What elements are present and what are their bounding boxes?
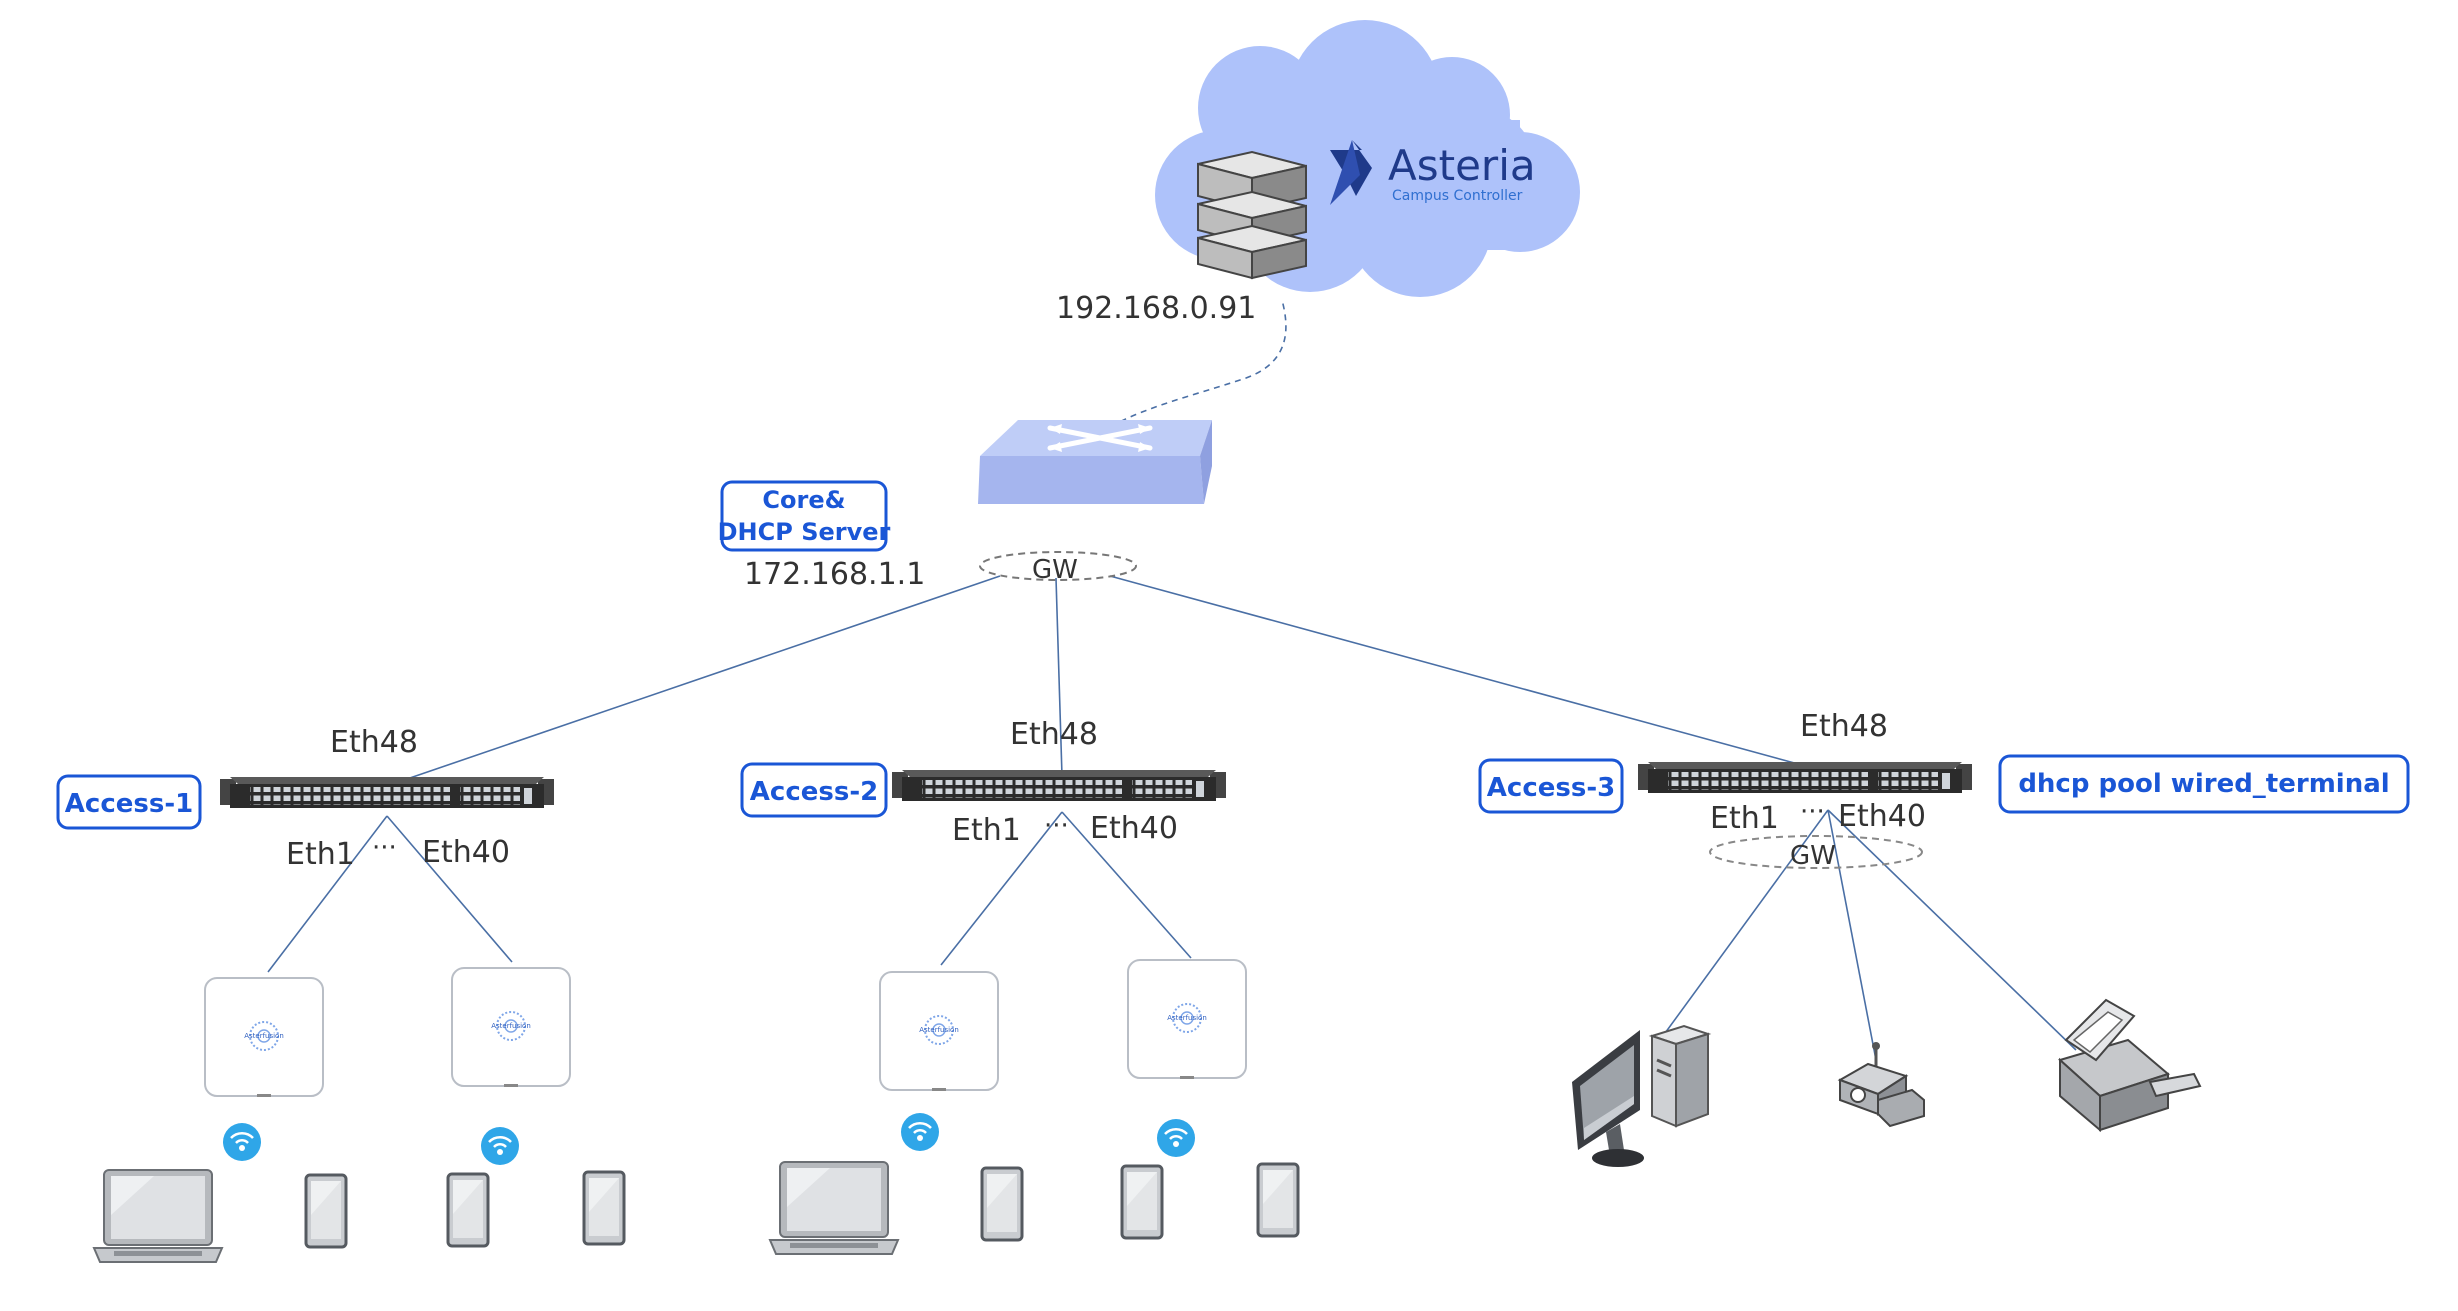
access-2-label-box [740, 762, 888, 818]
access-1-label-box [56, 774, 202, 830]
access-2-name: Access-2 [750, 777, 878, 807]
access-3-uplink: Eth48 [1800, 709, 1888, 744]
access-2-port-last: Eth40 [1090, 811, 1178, 846]
brand-name: Asteria [1388, 141, 1536, 190]
access-3-gateway-ring [1709, 835, 1923, 869]
links [267, 299, 2077, 1061]
access-1-name: Access-1 [65, 789, 193, 819]
access-3-ellipsis: ··· [1800, 797, 1825, 827]
access-2-ellipsis: ··· [1044, 811, 1069, 841]
access-1-ellipsis: ··· [372, 833, 397, 863]
link-access1-eth40 [386, 815, 513, 963]
printer-icon [2058, 998, 2202, 1133]
link-core-to-access-3 [1109, 575, 1821, 771]
phone-icon [304, 1173, 348, 1249]
core-role-line2: DHCP Server [718, 518, 891, 546]
wifi-icon [479, 1125, 521, 1167]
access-2-port-first: Eth1 [952, 813, 1021, 848]
ap-logo-text: Asterfusion [919, 1026, 959, 1034]
link-access3-camera [1827, 809, 1877, 1061]
phone-icon [980, 1166, 1024, 1242]
link-core-to-access-1 [403, 575, 1001, 781]
link-access1-eth1 [267, 815, 388, 973]
phone-icon [1120, 1164, 1164, 1240]
link-core-to-access-2 [1055, 577, 1063, 777]
ap-logo-text: Asterfusion [1167, 1014, 1207, 1022]
core-switch-icon: Switch [978, 420, 1212, 539]
laptop-icon [93, 1169, 223, 1263]
access-switch-icon [892, 770, 1226, 801]
asteria-logo-icon: Asteria Campus Controller [1330, 140, 1536, 205]
ap-logo-text: Asterfusion [244, 1032, 284, 1040]
server-stack-icon [1197, 150, 1307, 280]
ap-logo-labels: Asterfusion Asterfusion Asterfusion Aste… [244, 1014, 1207, 1040]
core-role-box [720, 480, 888, 552]
access-3-name: Access-3 [1487, 773, 1615, 803]
core-role-line1: Core& [762, 486, 845, 514]
wifi-icon [221, 1121, 263, 1163]
wifi-icon [899, 1111, 941, 1153]
access-2-uplink: Eth48 [1010, 717, 1098, 752]
access-switch-icon [1638, 762, 1972, 793]
camera-icon [1837, 1042, 1925, 1128]
core-gateway-ring [979, 551, 1137, 581]
wifi-icon [1155, 1117, 1197, 1159]
phone-icon [582, 1170, 626, 1246]
desktop-pc-icon [1572, 1024, 1712, 1167]
link-access3-pc [1659, 809, 1829, 1041]
access-1-group: Access-1 Eth48 Eth1 ··· Eth40 [56, 725, 554, 872]
laptop-icon [769, 1161, 899, 1255]
link-access3-printer [1827, 809, 2077, 1051]
link-access2-eth1 [940, 811, 1063, 966]
access-1-port-first: Eth1 [286, 837, 355, 872]
core-gateway-label: GW [1032, 555, 1078, 585]
access-3-port-last: Eth40 [1838, 799, 1926, 834]
access-2-group: Access-2 Eth48 Eth1 ··· Eth40 [740, 717, 1226, 848]
ap-logo-text: Asterfusion [491, 1022, 531, 1030]
access-1-port-last: Eth40 [422, 835, 510, 870]
access-3-label-box [1478, 758, 1624, 814]
access-3-port-first: Eth1 [1710, 801, 1779, 836]
access-switch-icon [220, 777, 554, 808]
core-switch-label: Switch [1058, 510, 1152, 539]
phone-icon [1256, 1162, 1300, 1238]
dhcp-pool-box [1998, 754, 2410, 814]
access-1-uplink: Eth48 [330, 725, 418, 760]
cloud-ip-label: 192.168.0.91 [1056, 291, 1256, 326]
access-3-group: Access-3 Eth48 Eth1 ··· Eth40 GW [1478, 709, 1972, 871]
link-access2-eth40 [1061, 811, 1192, 959]
access-3-gateway-label: GW [1790, 841, 1836, 871]
dhcp-pool-label: dhcp pool wired_terminal [2018, 769, 2389, 799]
core-ip-label: 172.168.1.1 [744, 557, 925, 592]
phone-icon [446, 1172, 490, 1248]
brand-subtitle: Campus Controller [1392, 188, 1523, 204]
